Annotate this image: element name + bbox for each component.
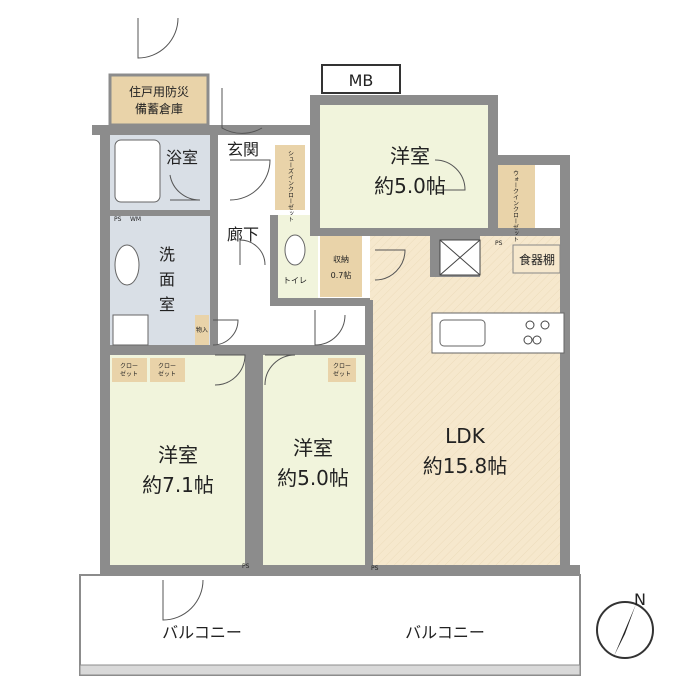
storage-label: 収納 xyxy=(333,254,349,264)
storage-size: 0.7帖 xyxy=(331,270,352,280)
bedroom-west-size: 約7.1帖 xyxy=(142,473,214,497)
mb-label: MB xyxy=(349,71,374,90)
closet-c-floor xyxy=(328,358,356,382)
washroom-label-3: 室 xyxy=(159,295,175,314)
mb-box xyxy=(321,64,401,94)
closet-a-floor xyxy=(112,358,147,382)
washroom-label-1: 洗 xyxy=(159,245,175,264)
toilet-label: トイレ xyxy=(283,276,307,285)
walkin-closet-label: ウォークインクローゼット xyxy=(512,170,519,242)
closet-b-label: クロー xyxy=(158,363,176,370)
balcony-rail xyxy=(79,664,581,676)
compass-label: N xyxy=(634,590,646,609)
entrance-label: 玄関 xyxy=(227,140,259,159)
balcony-outline xyxy=(79,574,581,676)
bedroom-west-label: 洋室 xyxy=(158,443,198,467)
pantry-box xyxy=(512,244,561,274)
cooktop xyxy=(523,320,550,345)
compass-needle xyxy=(614,604,636,656)
ldk-label: LDK xyxy=(445,424,486,448)
ldk-size: 約15.8帖 xyxy=(423,454,508,478)
closet-a-label-2: ゼット xyxy=(120,370,138,378)
walkin-closet-floor xyxy=(495,165,535,235)
storage-room-label-1: 住戸用防災 xyxy=(129,84,189,99)
closet-a-label: クロー xyxy=(120,363,138,370)
hallway-label: 廊下 xyxy=(227,225,259,244)
ps-label-1: PS xyxy=(114,216,122,223)
pantry-label: 食器棚 xyxy=(519,252,555,267)
bedroom-mid-label: 洋室 xyxy=(293,436,333,460)
bedroom-north-label: 洋室 xyxy=(390,144,430,168)
closet-c-label: クロー xyxy=(333,363,351,370)
storage-room-label-2: 備蓄倉庫 xyxy=(135,101,183,116)
storage-room-floor xyxy=(110,75,208,125)
bedroom-mid-floor xyxy=(263,355,368,573)
storage-small-floor xyxy=(195,315,209,345)
bathtub xyxy=(114,139,161,203)
ps-label-2: PS xyxy=(242,563,250,570)
ps-label-4: PS xyxy=(495,240,503,247)
kitchen-sink xyxy=(439,319,486,347)
storage-floor xyxy=(320,235,362,297)
bedroom-west-floor xyxy=(110,355,245,573)
bedroom-north-size: 約5.0帖 xyxy=(374,174,446,198)
balcony-right-label: バルコニー xyxy=(405,623,485,642)
door-swings xyxy=(137,17,466,621)
bath-label: 浴室 xyxy=(166,148,198,167)
washer-pan xyxy=(112,314,149,346)
bedroom-north-floor xyxy=(318,105,488,230)
closet-c-label-2: ゼット xyxy=(333,370,351,378)
bedroom-mid-size: 約5.0帖 xyxy=(277,466,349,490)
balcony-left-label: バルコニー xyxy=(162,623,242,642)
ps-label-3: PS xyxy=(371,565,379,572)
shoe-closet-label: シューズインクローゼット xyxy=(287,150,294,222)
storage-room-box xyxy=(108,73,210,127)
closet-b-label-2: ゼット xyxy=(158,370,176,378)
washroom-label-2: 面 xyxy=(159,270,175,289)
shoe-closet-floor xyxy=(275,145,305,210)
toilet-bowl xyxy=(284,234,306,266)
storage-small-label: 物入 xyxy=(196,326,208,334)
ldk-hatch xyxy=(370,235,570,570)
wm-label: WM xyxy=(130,216,141,223)
wash-basin xyxy=(114,244,140,286)
closet-b-floor xyxy=(150,358,185,382)
